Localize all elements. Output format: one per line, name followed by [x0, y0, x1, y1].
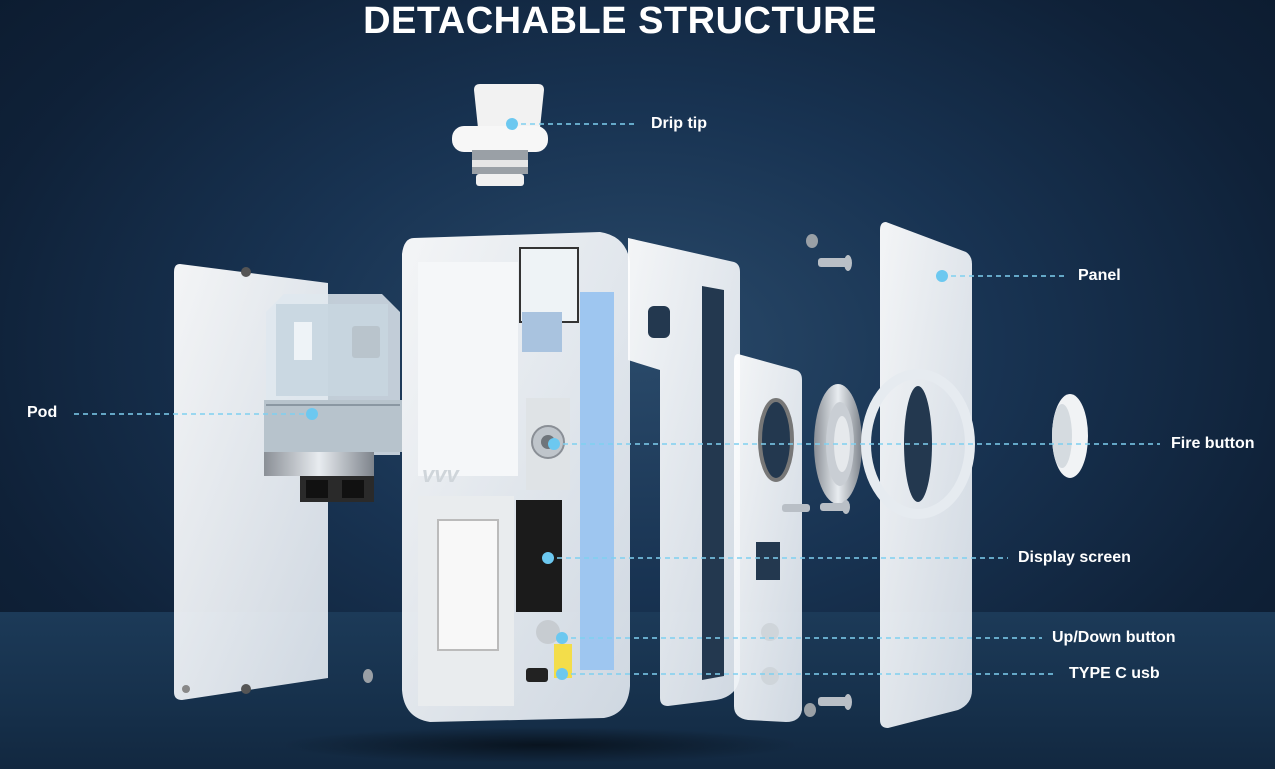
button-bracket-part	[734, 354, 802, 722]
callout-lines	[74, 123, 1160, 675]
svg-text:vvv: vvv	[422, 462, 460, 487]
front-panel-part	[861, 222, 975, 728]
panel-label: Panel	[1078, 267, 1121, 284]
drip-tip-label: Drip tip	[651, 115, 707, 132]
screws	[363, 234, 852, 717]
display-screen-label: Display screen	[1018, 549, 1131, 566]
panel-callout-dot	[936, 270, 948, 282]
fire-button-callout-dot	[548, 438, 560, 450]
callout-dots	[306, 118, 948, 680]
ground-shadow	[280, 727, 800, 763]
type-c-usb-label: TYPE C usb	[1069, 665, 1160, 682]
drip-tip-part	[452, 84, 548, 186]
pod-label: Pod	[27, 404, 58, 421]
fire-button-label: Fire button	[1171, 435, 1255, 452]
main-body-part: vvv	[402, 232, 630, 722]
display-screen-callout-dot	[542, 552, 554, 564]
pod-callout-dot	[306, 408, 318, 420]
inner-frame-part	[628, 238, 740, 706]
fire-button-cap-part	[1052, 394, 1088, 478]
up-down-button-callout-dot	[556, 632, 568, 644]
page-title: DETACHABLE STRUCTURE	[363, 0, 877, 42]
drip-tip-callout-dot	[506, 118, 518, 130]
type-c-usb-callout-dot	[556, 668, 568, 680]
pod-part	[264, 294, 402, 502]
up-down-button-label: Up/Down button	[1052, 629, 1176, 646]
